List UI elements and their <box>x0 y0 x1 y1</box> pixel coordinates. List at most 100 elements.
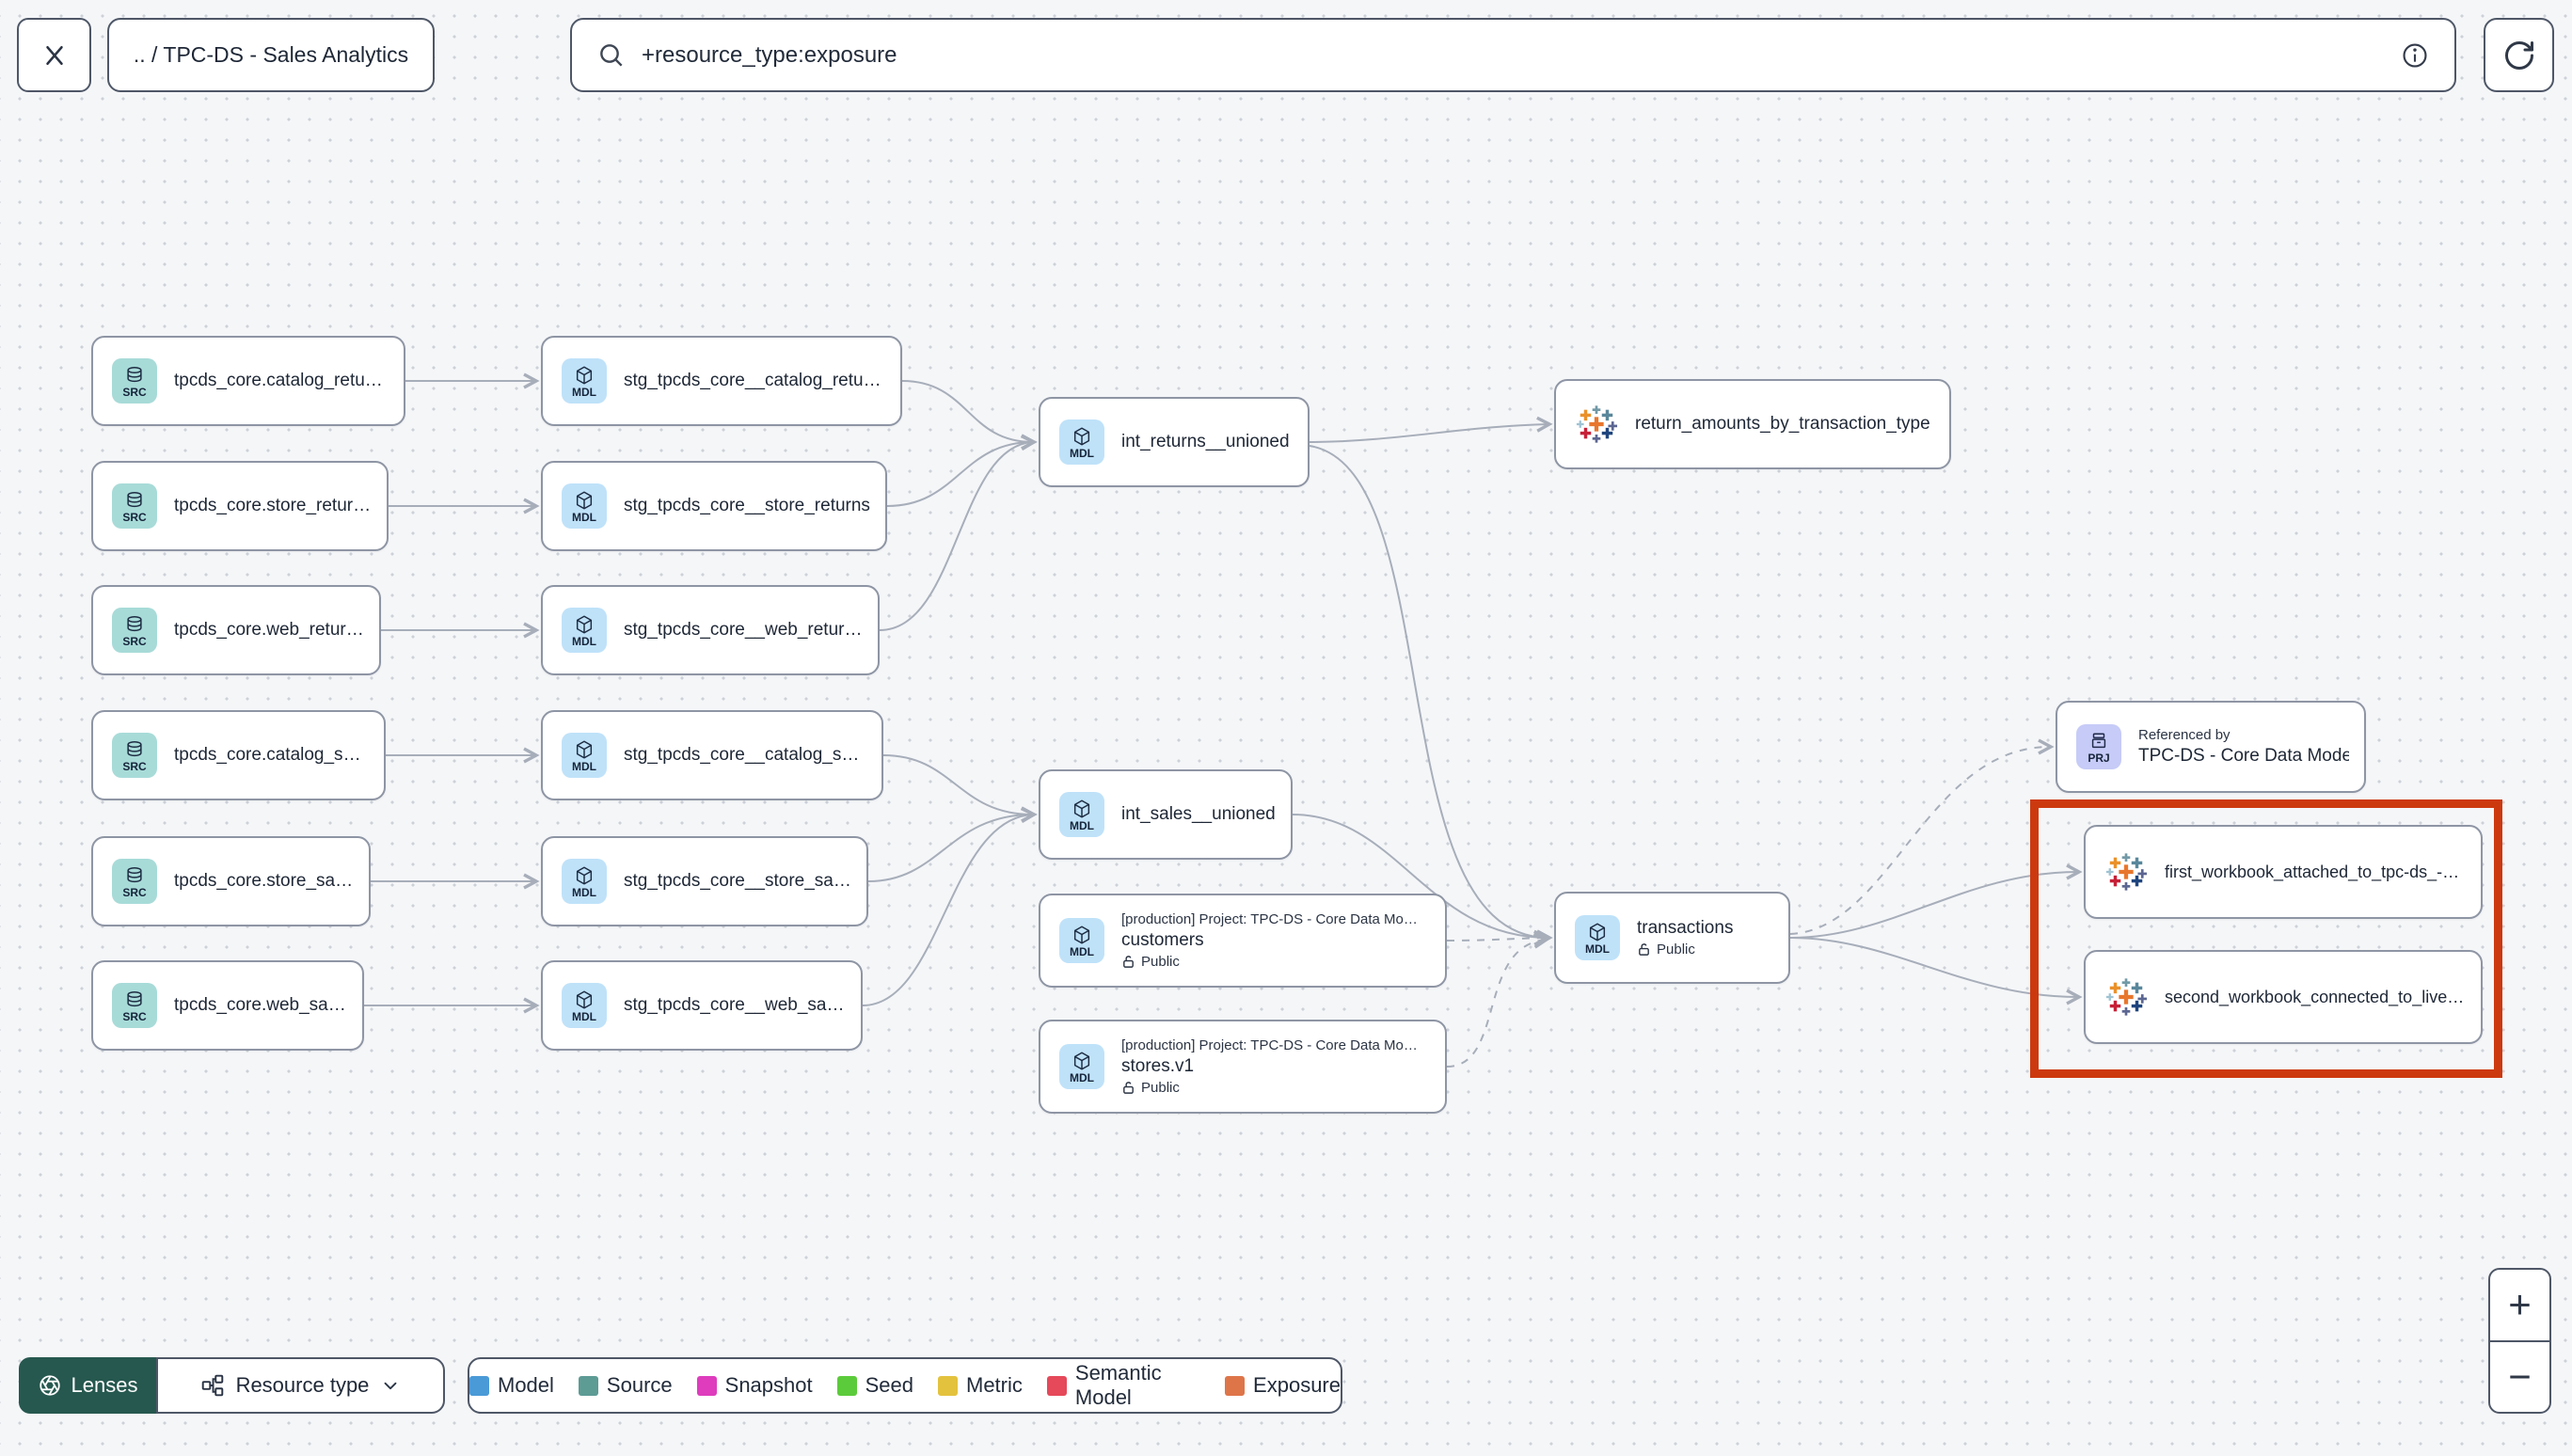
cube-icon <box>574 989 595 1010</box>
resource-type-legend: Model Source Snapshot Seed Metric Semant… <box>468 1357 1342 1414</box>
node-label: tpcds_core.store_sales <box>174 871 354 891</box>
node-project-header: [production] Project: TPC-DS - Core Data… <box>1121 1037 1418 1053</box>
close-button[interactable] <box>17 18 91 92</box>
selection-highlight-rect <box>2030 799 2502 1078</box>
zoom-out-button[interactable]: − <box>2508 1353 2532 1399</box>
node-source-catalog-sales[interactable]: SRC tpcds_core.catalog_sales <box>91 710 386 800</box>
cube-icon <box>1072 799 1092 819</box>
node-label: stg_tpcds_core__catalog_sales <box>624 745 866 765</box>
resource-type-icon <box>201 1374 223 1397</box>
model-badge: MDL <box>1059 792 1104 837</box>
model-badge: MDL <box>562 358 607 404</box>
node-label: stg_tpcds_core__store_sales <box>624 871 851 891</box>
node-label: tpcds_core.web_sales <box>174 995 347 1015</box>
cube-icon <box>1072 925 1092 945</box>
node-stg-catalog-sales[interactable]: MDL stg_tpcds_core__catalog_sales <box>541 710 883 800</box>
node-source-web-sales[interactable]: SRC tpcds_core.web_sales <box>91 960 364 1051</box>
node-exposure-second-workbook[interactable]: second_workbook_connected_to_live… <box>2084 950 2483 1044</box>
cube-icon <box>574 490 595 511</box>
node-stg-catalog-returns[interactable]: MDL stg_tpcds_core__catalog_returns <box>541 336 902 426</box>
resource-type-dropdown[interactable]: Resource type <box>156 1357 445 1414</box>
model-badge: MDL <box>1575 915 1620 960</box>
legend-item-exposure: Exposure <box>1225 1373 1341 1398</box>
legend-swatch <box>1225 1375 1246 1396</box>
legend-swatch <box>578 1375 598 1396</box>
tableau-icon <box>1575 403 1618 446</box>
node-label: customers <box>1121 930 1204 950</box>
search-icon <box>600 43 623 67</box>
model-badge: MDL <box>562 859 607 904</box>
node-label: int_returns__unioned <box>1121 432 1290 451</box>
zoom-in-button[interactable]: + <box>2490 1270 2549 1342</box>
zoom-controls: + − <box>2488 1268 2551 1414</box>
archive-icon <box>2088 731 2109 752</box>
model-badge: MDL <box>562 483 607 529</box>
database-icon <box>124 989 145 1010</box>
database-icon <box>124 865 145 886</box>
cube-icon <box>1072 426 1092 447</box>
legend-item-metric: Metric <box>938 1373 1023 1398</box>
database-icon <box>124 490 145 511</box>
model-badge: MDL <box>562 983 607 1028</box>
lock-open-icon <box>1121 1081 1135 1095</box>
database-icon <box>124 739 145 760</box>
info-icon[interactable] <box>2400 40 2430 71</box>
node-label: first_workbook_attached_to_tpc-ds_-_… <box>2165 862 2466 881</box>
lock-open-icon <box>1121 955 1135 969</box>
cube-icon <box>574 365 595 386</box>
lenses-label: Lenses <box>71 1373 138 1397</box>
node-label: stg_tpcds_core__catalog_returns <box>624 371 885 390</box>
model-badge: MDL <box>1059 918 1104 963</box>
model-badge: MDL <box>1059 419 1104 465</box>
breadcrumb-label: .. / TPC-DS - Sales Analytics <box>133 42 409 67</box>
node-stg-store-sales[interactable]: MDL stg_tpcds_core__store_sales <box>541 836 868 926</box>
node-stores-v1[interactable]: MDL [production] Project: TPC-DS - Core … <box>1039 1020 1447 1114</box>
node-referenced-by-project[interactable]: PRJ Referenced by TPC-DS - Core Data Mod… <box>2056 701 2366 793</box>
legend-swatch <box>836 1375 857 1396</box>
node-label: stg_tpcds_core__store_returns <box>624 496 870 515</box>
node-transactions[interactable]: MDL transactions Public <box>1554 892 1790 984</box>
node-source-web-returns[interactable]: SRC tpcds_core.web_returns <box>91 585 381 675</box>
node-stg-web-returns[interactable]: MDL stg_tpcds_core__web_returns <box>541 585 880 675</box>
source-badge: SRC <box>112 859 157 904</box>
search-input[interactable]: +resource_type:exposure <box>642 41 897 68</box>
node-exposure-first-workbook[interactable]: first_workbook_attached_to_tpc-ds_-_… <box>2084 825 2483 919</box>
node-int-returns-unioned[interactable]: MDL int_returns__unioned <box>1039 397 1310 487</box>
node-label: stores.v1 <box>1121 1056 1195 1076</box>
legend-item-seed: Seed <box>836 1373 913 1398</box>
node-stg-web-sales[interactable]: MDL stg_tpcds_core__web_sales <box>541 960 863 1051</box>
refresh-icon <box>2504 40 2533 70</box>
search-bar[interactable]: +resource_type:exposure <box>570 18 2456 92</box>
node-source-store-returns[interactable]: SRC tpcds_core.store_returns <box>91 461 389 551</box>
cube-icon <box>574 739 595 760</box>
node-int-sales-unioned[interactable]: MDL int_sales__unioned <box>1039 769 1293 860</box>
cube-icon <box>1587 922 1608 942</box>
source-badge: SRC <box>112 483 157 529</box>
source-badge: SRC <box>112 608 157 653</box>
cube-icon <box>574 865 595 886</box>
node-source-catalog-returns[interactable]: SRC tpcds_core.catalog_returns <box>91 336 405 426</box>
tableau-icon <box>2104 850 2148 894</box>
legend-swatch <box>696 1375 717 1396</box>
legend-item-semantic-model: Semantic Model <box>1046 1361 1200 1410</box>
breadcrumb[interactable]: .. / TPC-DS - Sales Analytics <box>107 18 435 92</box>
legend-swatch <box>1046 1375 1067 1396</box>
resource-type-label: Resource type <box>235 1373 370 1397</box>
node-label: tpcds_core.catalog_sales <box>174 745 369 765</box>
tableau-icon <box>2104 975 2148 1019</box>
node-label: second_workbook_connected_to_live… <box>2165 987 2465 1006</box>
node-exposure-return-amounts[interactable]: return_amounts_by_transaction_type <box>1554 379 1951 469</box>
source-badge: SRC <box>112 983 157 1028</box>
legend-item-source: Source <box>578 1373 673 1398</box>
node-stg-store-returns[interactable]: MDL stg_tpcds_core__store_returns <box>541 461 887 551</box>
node-customers[interactable]: MDL [production] Project: TPC-DS - Core … <box>1039 894 1447 988</box>
source-badge: SRC <box>112 358 157 404</box>
node-label: return_amounts_by_transaction_type <box>1635 414 1930 434</box>
lock-open-icon <box>1637 942 1651 957</box>
node-label: tpcds_core.catalog_returns <box>174 371 389 390</box>
lenses-button[interactable]: Lenses <box>19 1357 156 1414</box>
model-badge: MDL <box>1059 1044 1104 1089</box>
node-source-store-sales[interactable]: SRC tpcds_core.store_sales <box>91 836 371 926</box>
refresh-button[interactable] <box>2484 18 2554 92</box>
